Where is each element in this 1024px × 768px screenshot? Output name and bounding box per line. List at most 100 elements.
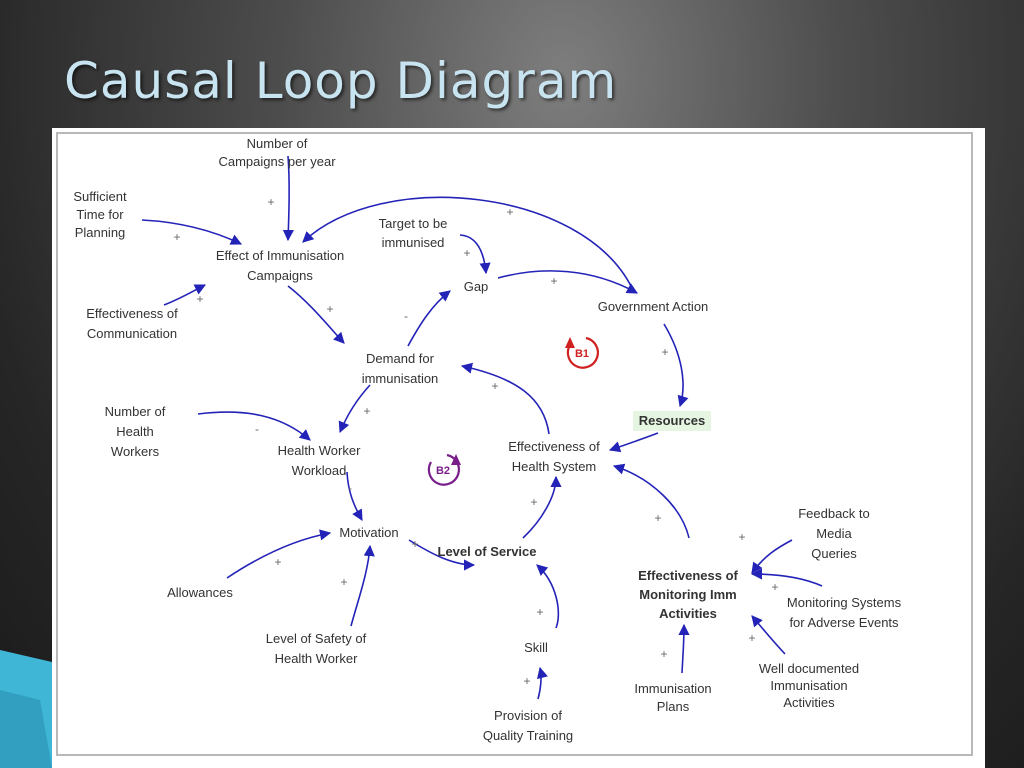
node-highlight bbox=[633, 411, 711, 431]
node-gap: Gap bbox=[464, 279, 489, 294]
node-demand-for-immunisation: Demand for immunisation bbox=[362, 351, 439, 386]
node-label-line: Effectiveness of bbox=[508, 439, 600, 454]
link-polarity-well_documented-to-effectiveness_monitoring: + bbox=[748, 631, 755, 645]
node-label-line: Monitoring Systems bbox=[787, 595, 902, 610]
link-arrow-number_of_campaigns-to-effect_of_campaigns bbox=[282, 155, 294, 242]
node-provision-training: Provision of Quality Training bbox=[483, 708, 573, 743]
link-arrow-government_action-to-effect_of_campaigns bbox=[302, 196, 633, 289]
node-label-line: Monitoring Imm bbox=[639, 587, 737, 602]
node-resources: Resources bbox=[633, 411, 711, 431]
node-label-line: Health Worker bbox=[275, 651, 359, 666]
node-label-line: Quality Training bbox=[483, 728, 573, 743]
link-arrow-health_worker_workload-to-motivation bbox=[346, 471, 363, 521]
loop-b2: B2 bbox=[427, 453, 461, 486]
node-label-line: immunised bbox=[382, 235, 445, 250]
link-polarity-feedback_media-to-effectiveness_monitoring: + bbox=[738, 530, 745, 544]
link-polarity-monitoring_systems-to-effectiveness_monitoring: + bbox=[771, 580, 778, 594]
node-label-line: Number of bbox=[105, 404, 166, 419]
node-label-line: Provision of bbox=[494, 708, 562, 723]
link-polarity-health_worker_workload-to-motivation: - bbox=[348, 481, 352, 495]
link-polarity-government_action-to-effect_of_campaigns: + bbox=[506, 205, 513, 219]
link-polarity-target_immunised-to-gap: + bbox=[463, 246, 470, 260]
node-label-line: Feedback to bbox=[798, 506, 870, 521]
link-polarity-effectiveness_communication-to-effect_of_campaigns: + bbox=[196, 292, 203, 306]
node-label-line: Well documented bbox=[759, 661, 859, 676]
link-arrow-sufficient_time-to-effect_of_campaigns bbox=[141, 219, 243, 245]
link-polarity-demand_for_immunisation-to-gap: - bbox=[404, 309, 408, 323]
node-label-line: Target to be bbox=[379, 216, 448, 231]
node-label-line: Workers bbox=[111, 444, 160, 459]
node-target-immunised: Target to be immunised bbox=[379, 216, 448, 250]
accent-shape bbox=[0, 650, 52, 768]
node-label-line: Plans bbox=[657, 699, 690, 714]
node-label-line: Motivation bbox=[339, 525, 398, 540]
node-label-line: Effectiveness of bbox=[638, 568, 738, 583]
node-label-line: Activities bbox=[783, 695, 835, 710]
link-arrow-motivation-to-level_of_service bbox=[408, 539, 476, 571]
loop-b2-label: B2 bbox=[436, 465, 450, 477]
node-label-line: Health Worker bbox=[278, 443, 362, 458]
node-label-line: Allowances bbox=[167, 585, 233, 600]
node-label-line: Activities bbox=[659, 606, 717, 621]
link-arrow-feedback_media-to-effectiveness_monitoring bbox=[751, 539, 793, 574]
node-label-line: Effectiveness of bbox=[86, 306, 178, 321]
link-arrow-effect_of_campaigns-to-demand_for_immunisation bbox=[287, 285, 345, 344]
node-label-line: Immunisation bbox=[770, 678, 847, 693]
link-polarity-level_of_safety-to-motivation: + bbox=[340, 575, 347, 589]
link-polarity-immunisation_plans-to-effectiveness_monitoring: + bbox=[660, 647, 667, 661]
diagram-border bbox=[56, 132, 973, 756]
node-label-line: Demand for bbox=[366, 351, 435, 366]
loop-b1-label: B1 bbox=[575, 348, 589, 360]
link-polarity-motivation-to-level_of_service: + bbox=[411, 537, 418, 551]
link-polarity-effect_of_campaigns-to-demand_for_immunisation: + bbox=[326, 302, 333, 316]
link-arrow-number_of_health_workers-to-health_worker_workload bbox=[197, 411, 311, 441]
loop-b1-arrow-icon bbox=[565, 337, 575, 348]
node-label-line: Time for bbox=[76, 207, 124, 222]
node-label-line: immunisation bbox=[362, 371, 439, 386]
node-label-line: Government Action bbox=[598, 299, 709, 314]
node-label-line: Health bbox=[116, 424, 154, 439]
node-label-line: Resources bbox=[639, 413, 705, 428]
node-label-line: Sufficient bbox=[73, 189, 127, 204]
link-arrow-effectiveness_monitoring-to-effectiveness_health_system bbox=[612, 463, 690, 539]
link-polarity-effectiveness_monitoring-to-effectiveness_health_system: + bbox=[654, 511, 661, 525]
link-arrow-target_immunised-to-gap bbox=[459, 234, 491, 275]
node-government-action: Government Action bbox=[598, 299, 709, 314]
node-label-line: Gap bbox=[464, 279, 489, 294]
link-polarity-gap-to-government_action: + bbox=[550, 274, 557, 288]
link-arrow-effectiveness_communication-to-effect_of_campaigns bbox=[163, 284, 207, 306]
link-arrow-level_of_service-to-effectiveness_health_system bbox=[522, 475, 562, 539]
node-level-of-service: Level of Service bbox=[438, 544, 537, 559]
node-label-line: Workload bbox=[292, 463, 347, 478]
link-arrow-provision_training-to-skill bbox=[537, 666, 548, 700]
loop-b1: B1 bbox=[565, 336, 599, 369]
link-arrow-resources-to-effectiveness_health_system bbox=[608, 432, 659, 453]
link-arrow-level_of_safety-to-motivation bbox=[350, 544, 375, 627]
node-label-line: Campaigns bbox=[247, 268, 313, 283]
link-polarity-government_action-to-resources: + bbox=[661, 345, 668, 359]
node-label-line: Effect of Immunisation bbox=[216, 248, 344, 263]
node-motivation: Motivation bbox=[339, 525, 398, 540]
node-label-line: Campaigns per year bbox=[218, 154, 336, 169]
node-label-line: Skill bbox=[524, 640, 548, 655]
link-arrow-monitoring_systems-to-effectiveness_monitoring bbox=[750, 568, 823, 587]
node-label-line: Health System bbox=[512, 459, 597, 474]
node-allowances: Allowances bbox=[167, 585, 233, 600]
node-label-line: for Adverse Events bbox=[789, 615, 899, 630]
node-skill: Skill bbox=[524, 640, 548, 655]
node-label-line: Immunisation bbox=[634, 681, 711, 696]
slide-title: Causal Loop Diagram bbox=[64, 52, 618, 110]
node-label-line: Media bbox=[816, 526, 852, 541]
node-label-line: Level of Service bbox=[438, 544, 537, 559]
